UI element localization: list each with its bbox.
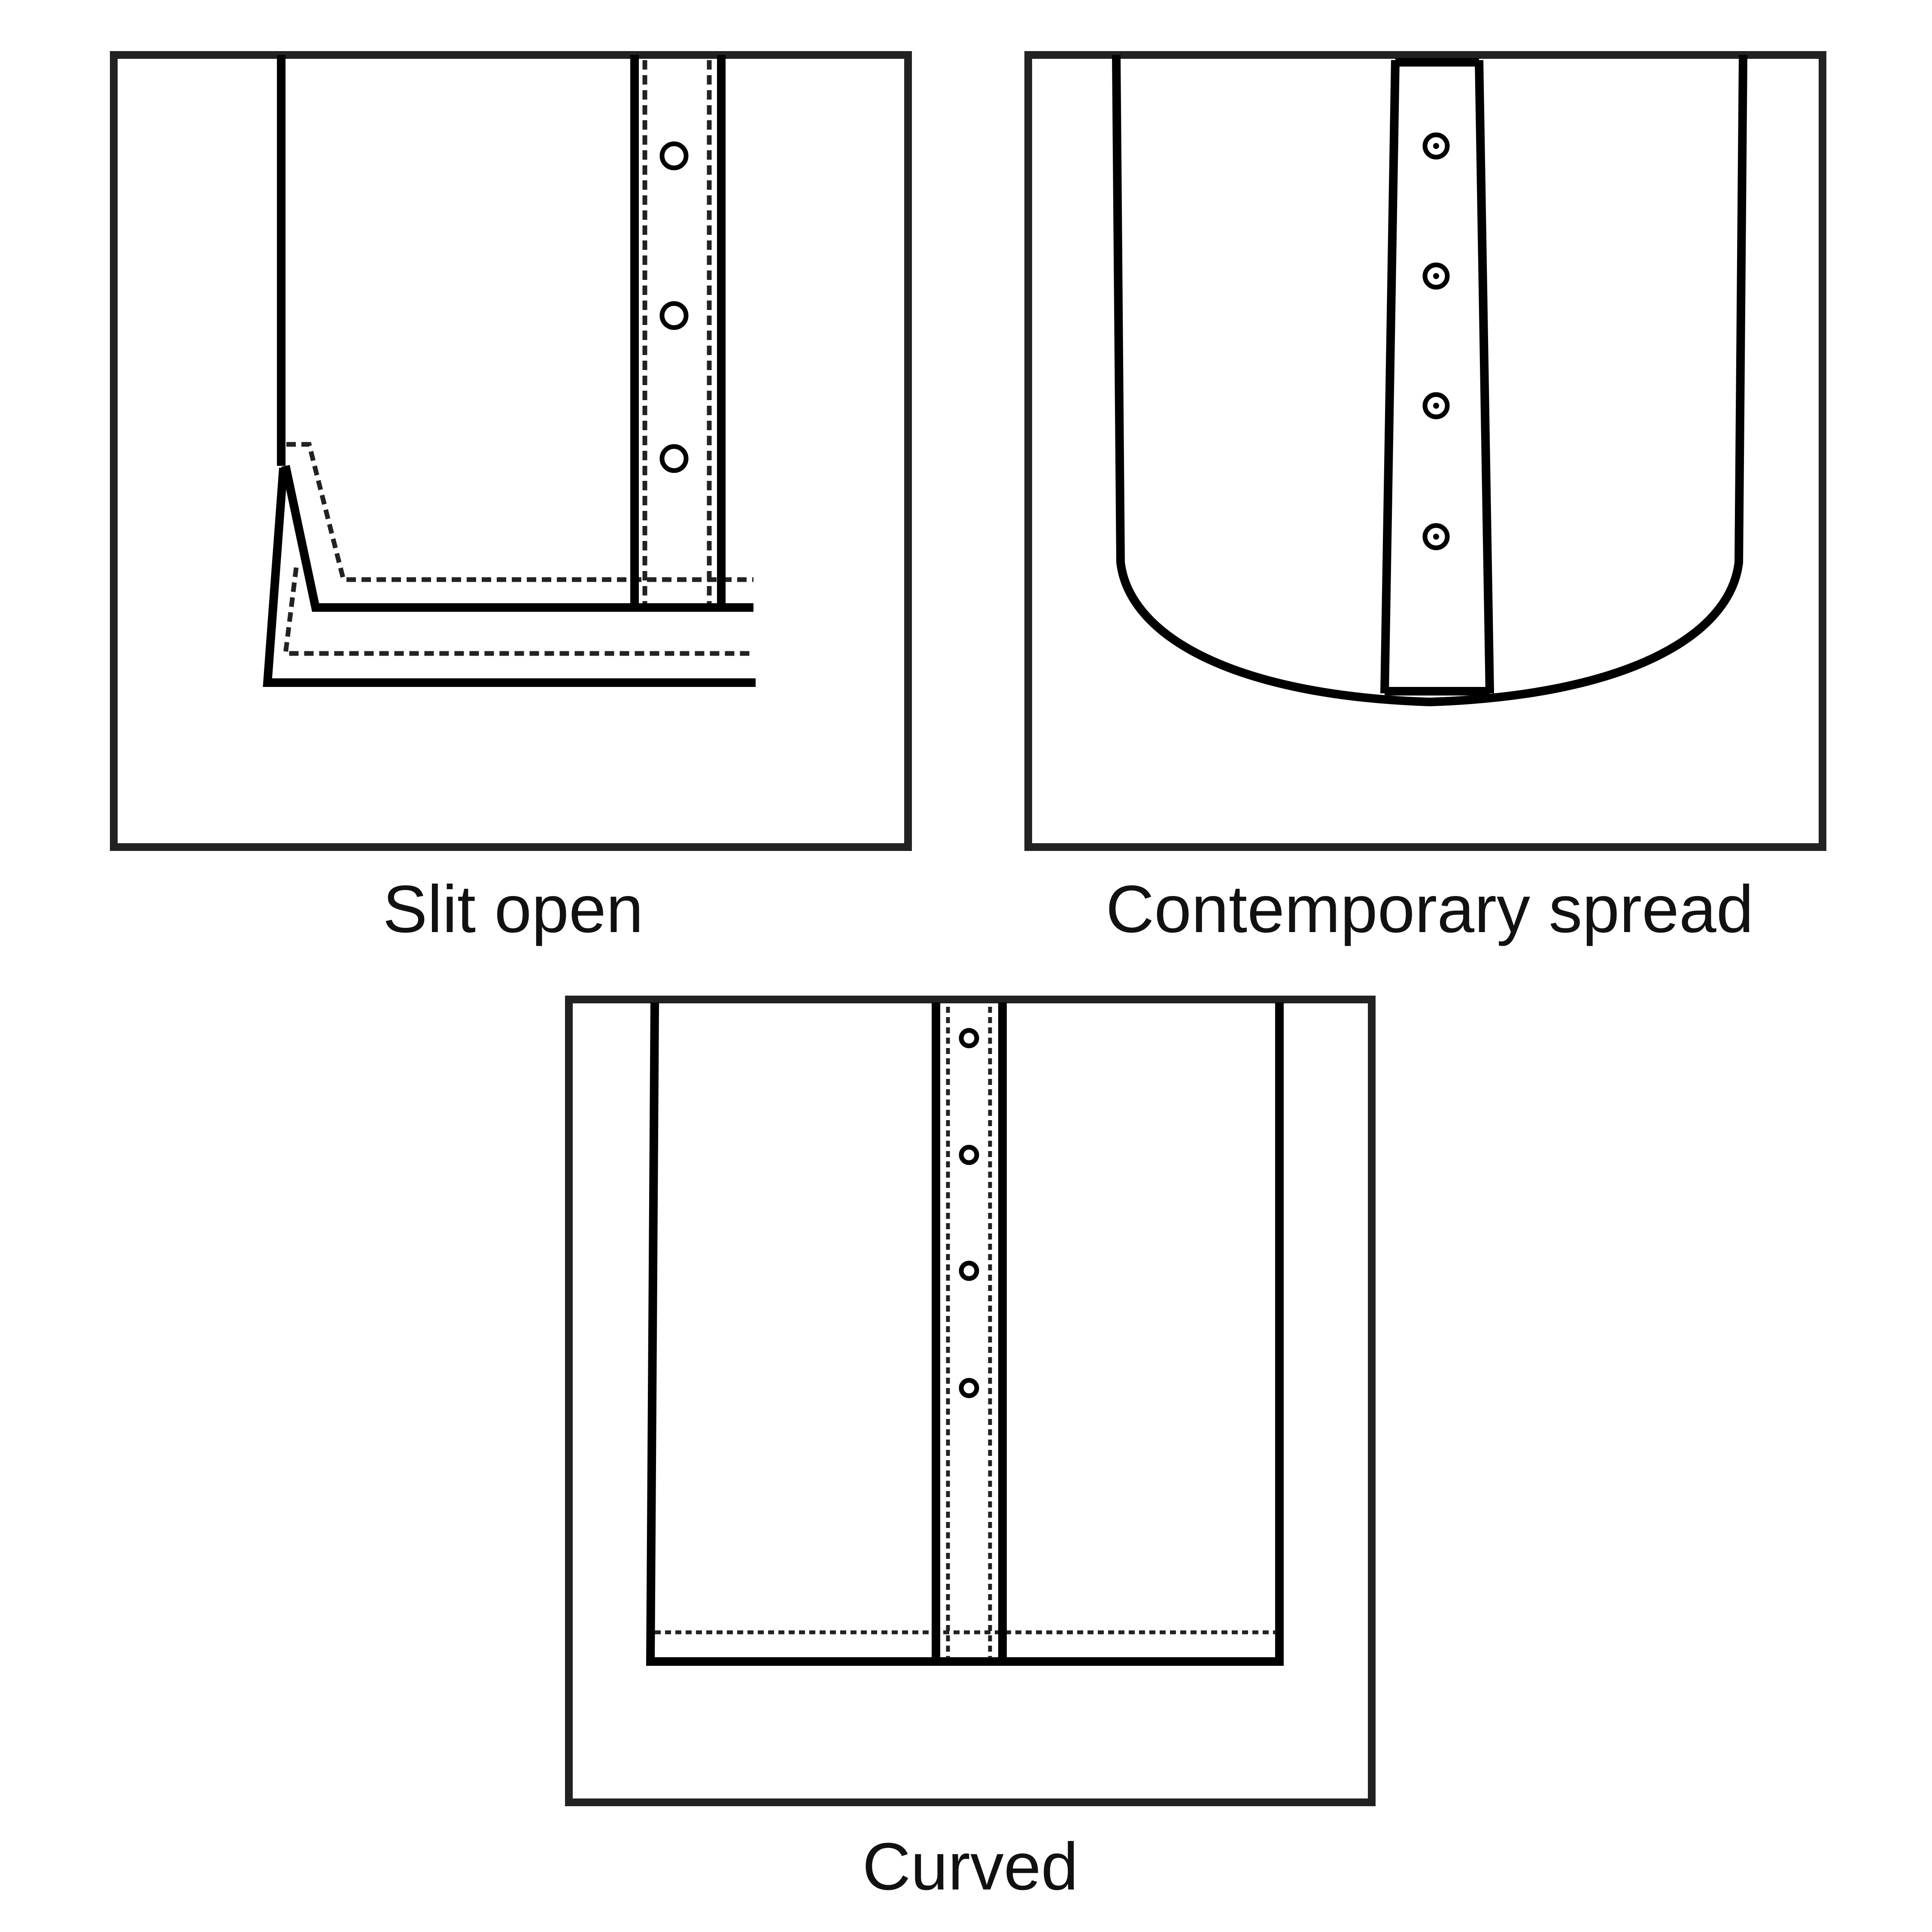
back-hem-edge <box>263 468 756 687</box>
hem-edge <box>646 1002 1284 1666</box>
button-icon <box>959 1028 979 1048</box>
caption-curved: Curved <box>862 1829 1078 1904</box>
panel-contemporary-spread <box>1024 51 1826 851</box>
button-hole <box>1433 143 1439 149</box>
panel-curved <box>565 996 1376 1806</box>
button-hole <box>1433 403 1439 409</box>
panel-frame <box>1024 51 1826 851</box>
button-hole <box>1433 273 1439 279</box>
button-icon <box>659 301 689 330</box>
placket-left-edge <box>1380 60 1400 694</box>
back-hem-stitch <box>283 567 753 656</box>
button-icon <box>659 141 689 170</box>
panel-frame <box>110 51 912 851</box>
front-hem-edge <box>281 465 753 612</box>
caption-slit-open: Slit open <box>383 872 644 947</box>
panel-frame <box>565 996 1376 1806</box>
placket-right-edge <box>1475 60 1494 694</box>
button-hole <box>1433 534 1439 540</box>
curved-hem-edge <box>1112 55 1747 707</box>
front-hem-stitch <box>286 442 753 582</box>
button-icon <box>959 1261 979 1281</box>
button-icon <box>959 1378 979 1398</box>
caption-contemporary-spread: Contemporary spread <box>1106 872 1754 947</box>
button-icon <box>659 444 689 473</box>
button-icon <box>959 1145 979 1165</box>
panel-slit-open <box>110 51 912 851</box>
